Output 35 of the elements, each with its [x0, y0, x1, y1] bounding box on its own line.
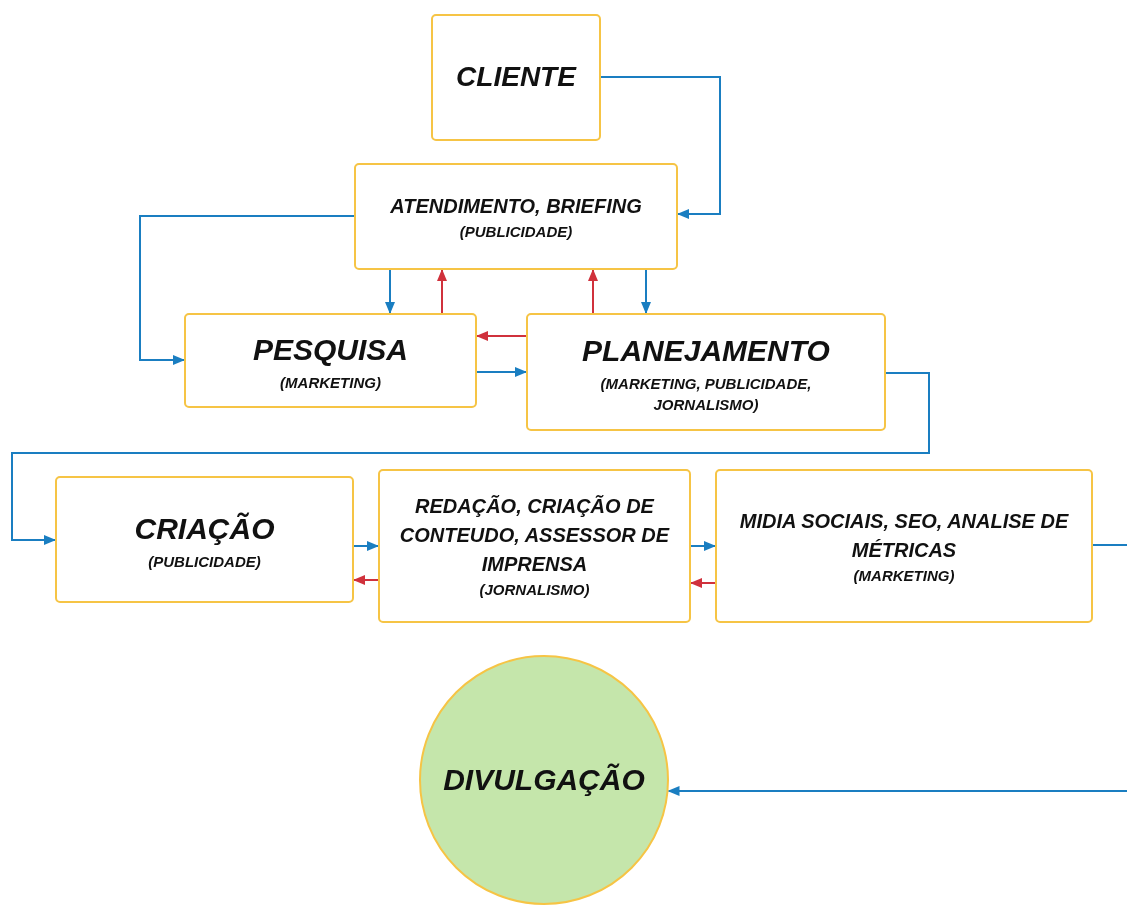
arrow — [690, 578, 716, 588]
process-box — [55, 476, 354, 603]
node-title: ATENDIMENTO, BRIEFING — [390, 193, 642, 219]
arrow — [690, 541, 716, 551]
node-title: MIDIA SOCIAIS, SEO, ANALISE DE MÉTRICAS — [738, 508, 1070, 563]
arrow — [641, 269, 651, 314]
node-title: REDAÇÃO, CRIAÇÃO DE CONTEUDO, ASSESSOR DE IMPRENSA — [398, 494, 671, 577]
process-box — [715, 469, 1093, 623]
arrow — [385, 269, 395, 314]
process-box — [354, 163, 678, 270]
node-subtitle: (MARKETING) — [853, 565, 955, 586]
arrow — [353, 575, 379, 585]
node-title: CLIENTE — [456, 60, 576, 95]
node-subtitle: (PUBLICIDADE) — [459, 221, 573, 242]
node-title: DIVULGAÇÃO — [443, 762, 645, 799]
arrow — [667, 786, 1127, 796]
node-subtitle: (PUBLICIDADE) — [148, 551, 261, 572]
arrow — [476, 331, 527, 341]
node-title: CRIAÇÃO — [134, 511, 275, 548]
process-box — [431, 14, 601, 141]
node-subtitle: (MARKETING, PUBLICIDADE, JORNALISMO) — [599, 373, 813, 415]
node-title: PLANEJAMENTO — [582, 333, 830, 370]
arrow — [476, 367, 527, 377]
process-box — [526, 313, 886, 431]
arrow — [437, 269, 447, 314]
process-box — [378, 469, 691, 623]
arrow — [353, 541, 379, 551]
node-subtitle: (MARKETING) — [280, 372, 381, 393]
arrow — [139, 215, 355, 365]
arrow — [588, 269, 598, 314]
node-title: PESQUISA — [252, 332, 408, 369]
arrow — [600, 76, 721, 219]
arrow — [11, 372, 930, 545]
process-box — [184, 313, 477, 408]
node-subtitle: (JORNALISMO) — [479, 580, 590, 600]
